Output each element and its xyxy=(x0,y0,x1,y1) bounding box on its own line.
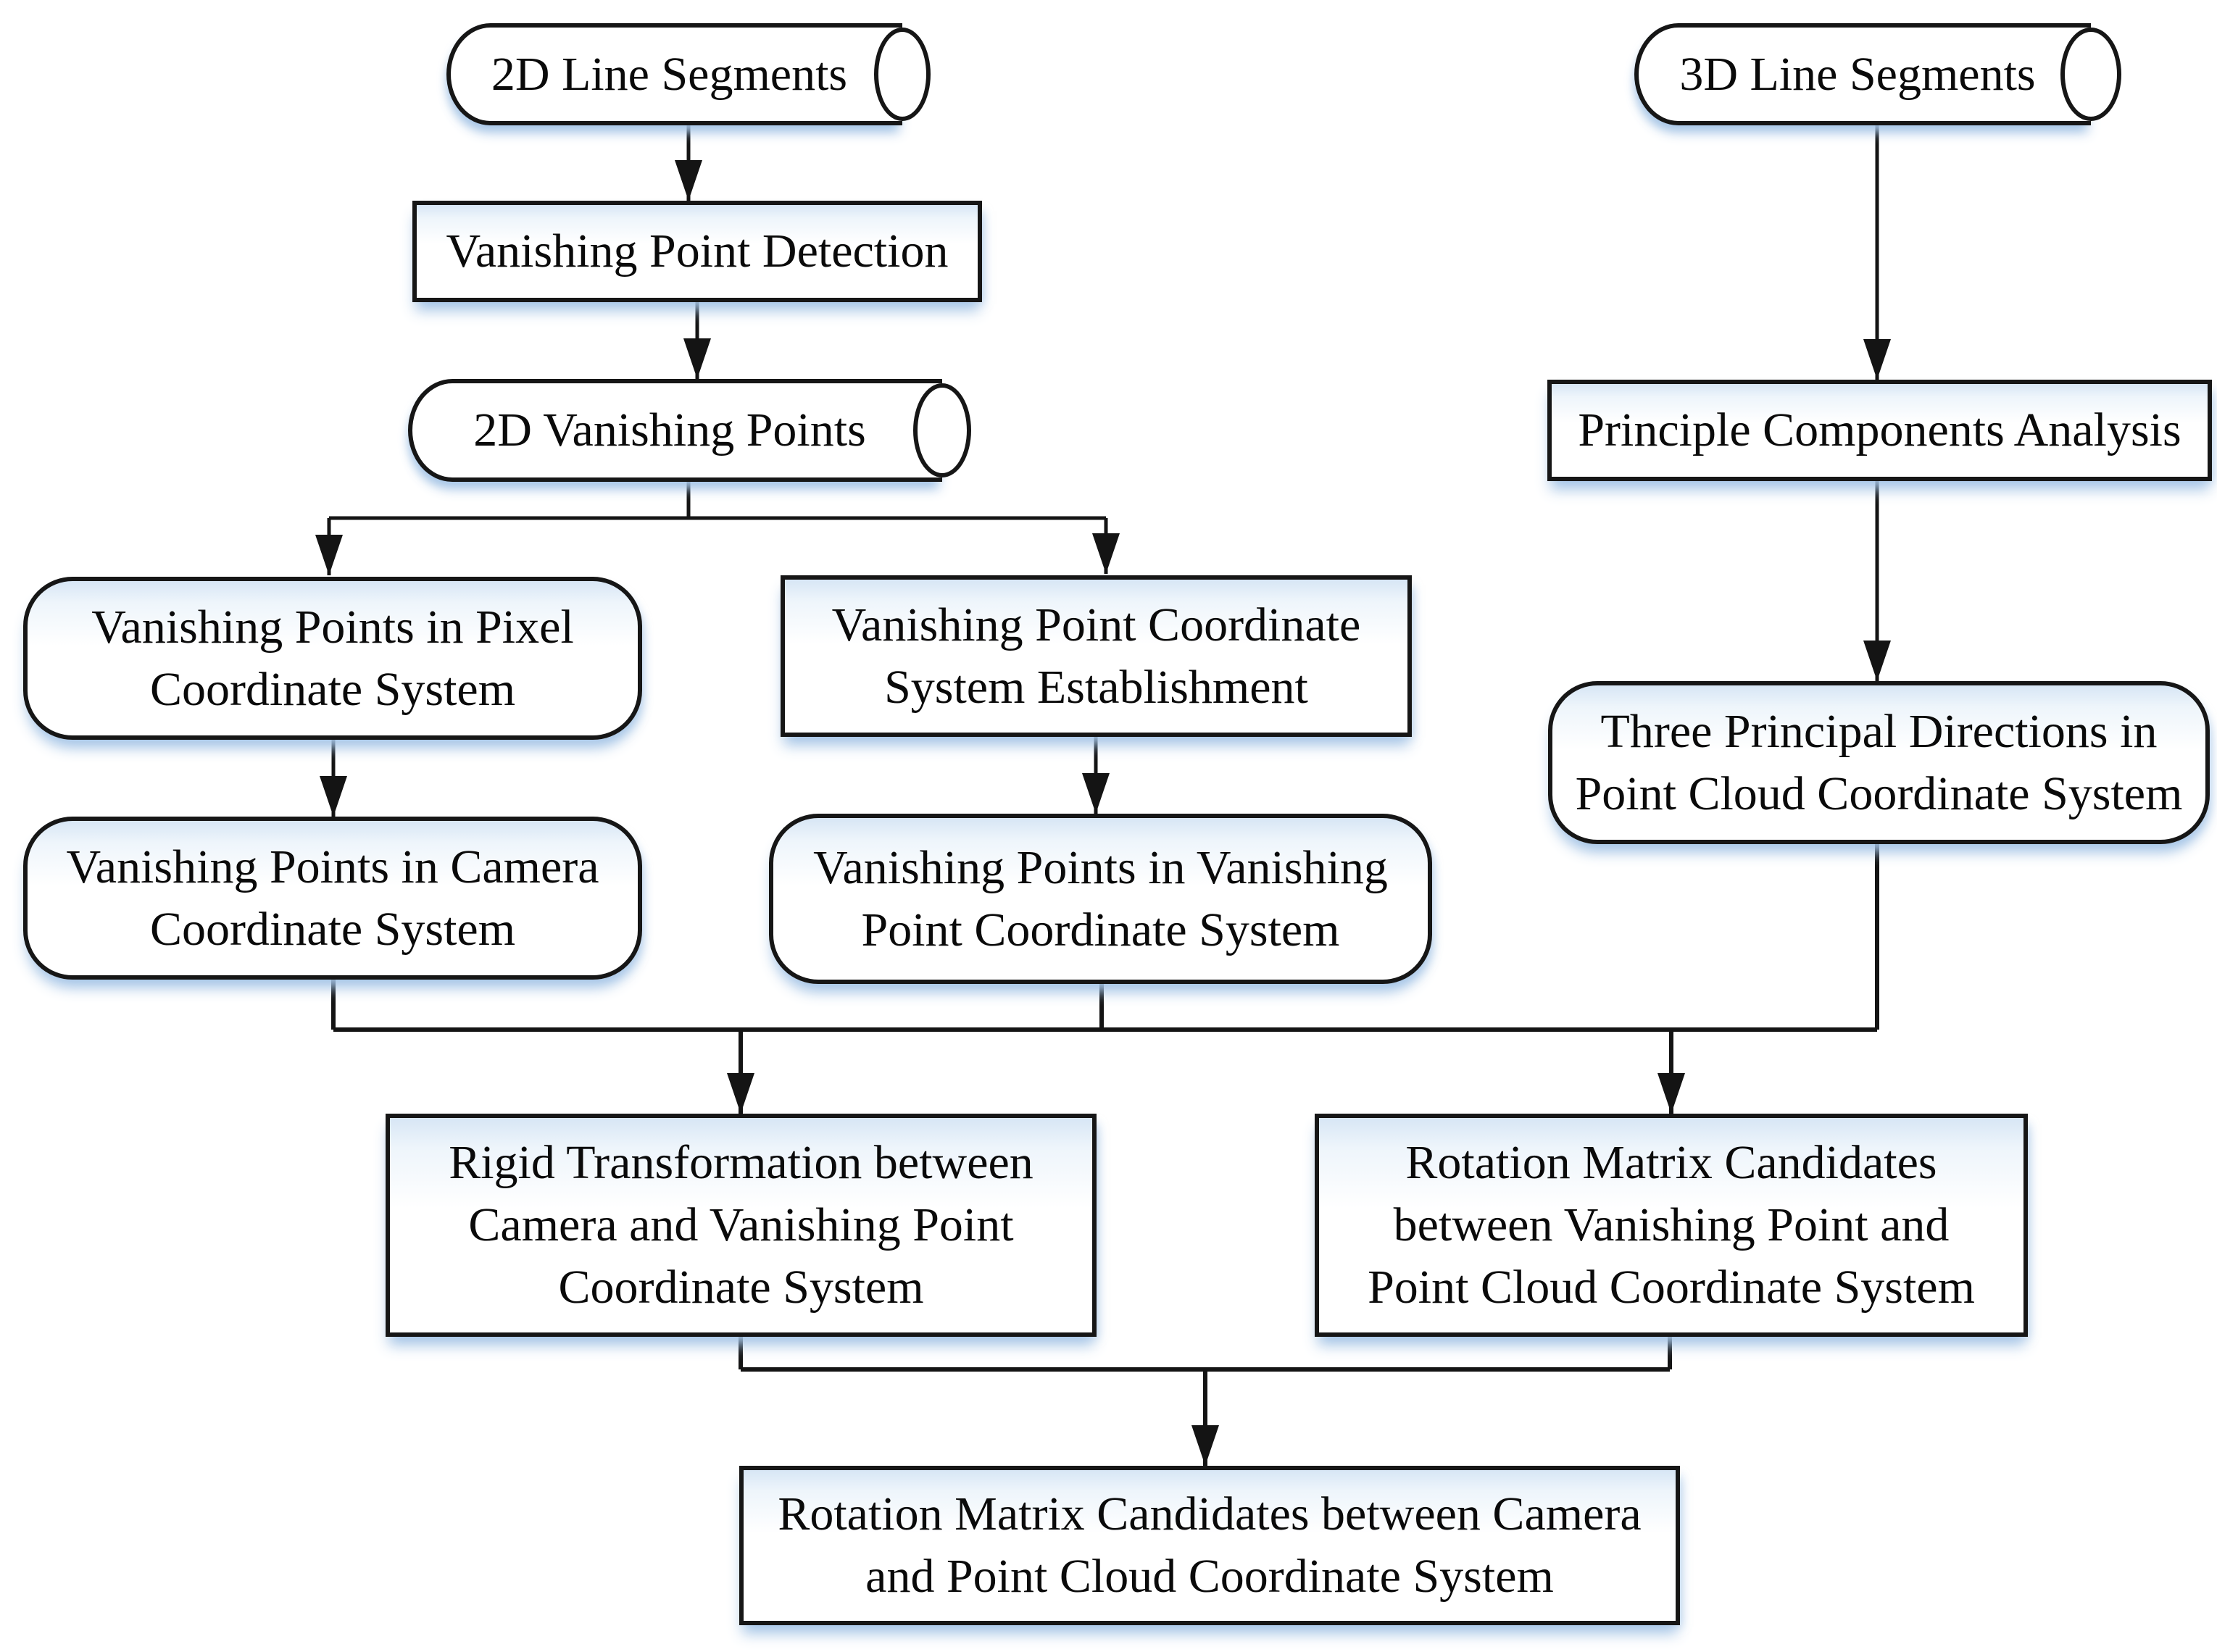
cylinder-cap xyxy=(874,28,931,121)
node-label: 3D Line Segments xyxy=(1649,23,2066,125)
node-text: 2D Vanishing Points xyxy=(473,404,866,456)
cylinder-body xyxy=(408,379,942,482)
cylinder-body xyxy=(1634,23,2091,125)
node-three-principal-directions: Three Principal Directions in Point Clou… xyxy=(1548,681,2210,844)
node-text: Vanishing Point Coordinate xyxy=(831,598,1361,651)
node-rotation-matrix-camera-pointcloud: Rotation Matrix Candidates between Camer… xyxy=(739,1466,1680,1625)
cylinder-cap xyxy=(2060,28,2121,121)
node-text: Rotation Matrix Candidates xyxy=(1405,1136,1937,1190)
arrowhead xyxy=(683,338,711,379)
node-text: Point Coordinate System xyxy=(861,903,1340,956)
node-rigid-transformation: Rigid Transformation between Camera and … xyxy=(386,1114,1097,1337)
arrowhead xyxy=(1863,339,1891,380)
arrowhead xyxy=(320,776,347,817)
arrowhead xyxy=(1657,1073,1685,1114)
node-text: Point Cloud Coordinate System xyxy=(1575,767,2183,820)
node-vp-coordinate-system-establishment: Vanishing Point Coordinate System Establ… xyxy=(781,575,1412,737)
node-label: 2D Vanishing Points xyxy=(423,379,917,482)
node-text: Vanishing Point Detection xyxy=(446,225,949,278)
node-text: and Point Cloud Coordinate System xyxy=(865,1550,1554,1603)
node-vp-in-vp-coordinate-system: Vanishing Points in Vanishing Point Coor… xyxy=(769,814,1432,984)
node-text: Vanishing Points in Vanishing xyxy=(813,840,1388,894)
arrowhead xyxy=(1863,641,1891,681)
node-label: 2D Line Segments xyxy=(461,23,878,125)
node-text: Coordinate System xyxy=(149,662,516,716)
node-vp-camera-coordinate-system: Vanishing Points in Camera Coordinate Sy… xyxy=(23,817,642,980)
node-text: Coordinate System xyxy=(558,1260,924,1314)
arrowhead xyxy=(727,1073,754,1114)
node-rotation-matrix-vp-pointcloud: Rotation Matrix Candidates between Vanis… xyxy=(1315,1114,2028,1337)
edge-2dvp-split xyxy=(327,482,1108,575)
node-text: 3D Line Segments xyxy=(1679,47,2036,101)
arrowhead xyxy=(675,160,702,201)
node-text: Principle Components Analysis xyxy=(1578,404,2181,457)
edge-bus-upper xyxy=(331,844,1879,1114)
node-text: between Vanishing Point and xyxy=(1393,1198,1950,1252)
node-text: 2D Line Segments xyxy=(491,47,848,101)
node-text: Camera and Vanishing Point xyxy=(468,1198,1014,1252)
node-text: Point Cloud Coordinate System xyxy=(1368,1260,1975,1314)
cylinder-body xyxy=(446,23,902,125)
node-text: Coordinate System xyxy=(149,902,516,956)
arrowhead xyxy=(315,535,343,575)
node-text: Rotation Matrix Candidates between Camer… xyxy=(778,1488,1642,1541)
node-text: Vanishing Points in Camera xyxy=(66,840,599,893)
arrowhead xyxy=(1191,1425,1219,1466)
node-vanishing-point-detection: Vanishing Point Detection xyxy=(412,201,982,302)
node-text: Three Principal Directions in xyxy=(1600,704,2158,758)
node-principle-components-analysis: Principle Components Analysis xyxy=(1547,380,2212,481)
node-text: Vanishing Points in Pixel xyxy=(91,600,574,654)
node-vp-pixel-coordinate-system: Vanishing Points in Pixel Coordinate Sys… xyxy=(23,577,642,740)
cylinder-cap xyxy=(913,383,971,477)
node-text: Rigid Transformation between xyxy=(449,1136,1033,1190)
edge-bus-lower xyxy=(739,1337,1672,1466)
arrowhead xyxy=(1082,773,1110,814)
node-text: System Establishment xyxy=(884,660,1308,714)
arrowhead xyxy=(1092,533,1120,574)
